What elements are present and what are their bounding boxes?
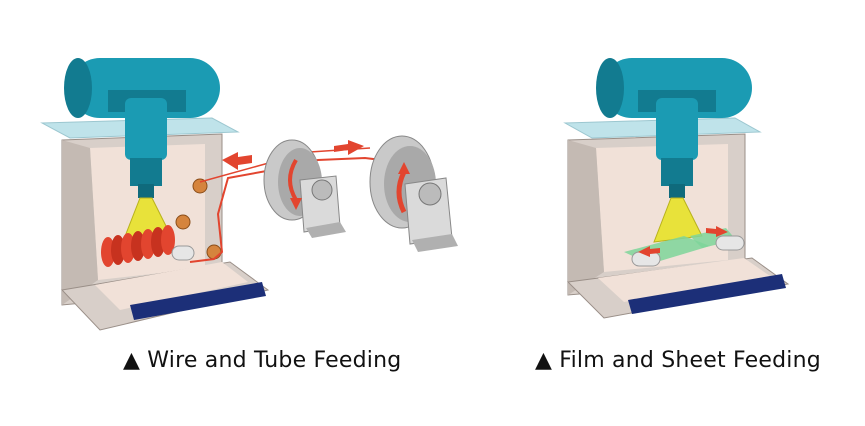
right-arrow-icon <box>334 140 364 155</box>
film-sheet-feeding-panel: ▲ Film and Sheet Feeding <box>520 0 865 426</box>
caption-wire-tube-feeding: ▲ Wire and Tube Feeding <box>123 348 402 373</box>
rotation-arrow-icon <box>288 158 298 202</box>
takeup-spool <box>369 135 458 252</box>
frame-left-wall <box>62 140 98 305</box>
guide-pulley-3 <box>206 244 222 260</box>
left-feed-arrow-icon <box>638 246 660 257</box>
guide-pulley-2 <box>175 214 191 230</box>
motor-end-cap <box>64 58 92 118</box>
rotation-arrow-2-icon <box>396 170 407 214</box>
caption-film-sheet-feeding: ▲ Film and Sheet Feeding <box>535 348 821 373</box>
wire-tube-feeding-illustration <box>40 58 458 331</box>
film-sheet-feeding-illustration <box>563 58 790 319</box>
frame-left-wall <box>568 140 604 295</box>
blue-strip <box>628 274 786 314</box>
motor-column <box>125 98 167 160</box>
base-inner <box>598 258 770 302</box>
guide-pulley-1 <box>192 178 208 194</box>
motor-column <box>656 98 698 160</box>
anvil-roller <box>171 245 195 261</box>
converter-tip <box>669 184 685 198</box>
wire-path <box>189 156 399 263</box>
converter-tip <box>138 184 154 198</box>
rotation-arrowhead-icon <box>290 198 302 210</box>
rotation-arrowhead-2-icon <box>398 162 410 174</box>
blue-strip <box>130 282 266 320</box>
base-inner <box>95 262 248 310</box>
converter <box>130 158 162 186</box>
supply-spool <box>263 139 346 238</box>
right-roller <box>715 235 745 251</box>
wire-tube-feeding-panel: ▲ Wire and Tube Feeding <box>40 58 458 373</box>
wire-coil <box>101 225 175 267</box>
motor-end-cap <box>596 58 624 118</box>
right-feed-arrow-icon <box>706 226 728 237</box>
left-arrow-icon <box>222 152 252 170</box>
converter <box>661 158 693 186</box>
